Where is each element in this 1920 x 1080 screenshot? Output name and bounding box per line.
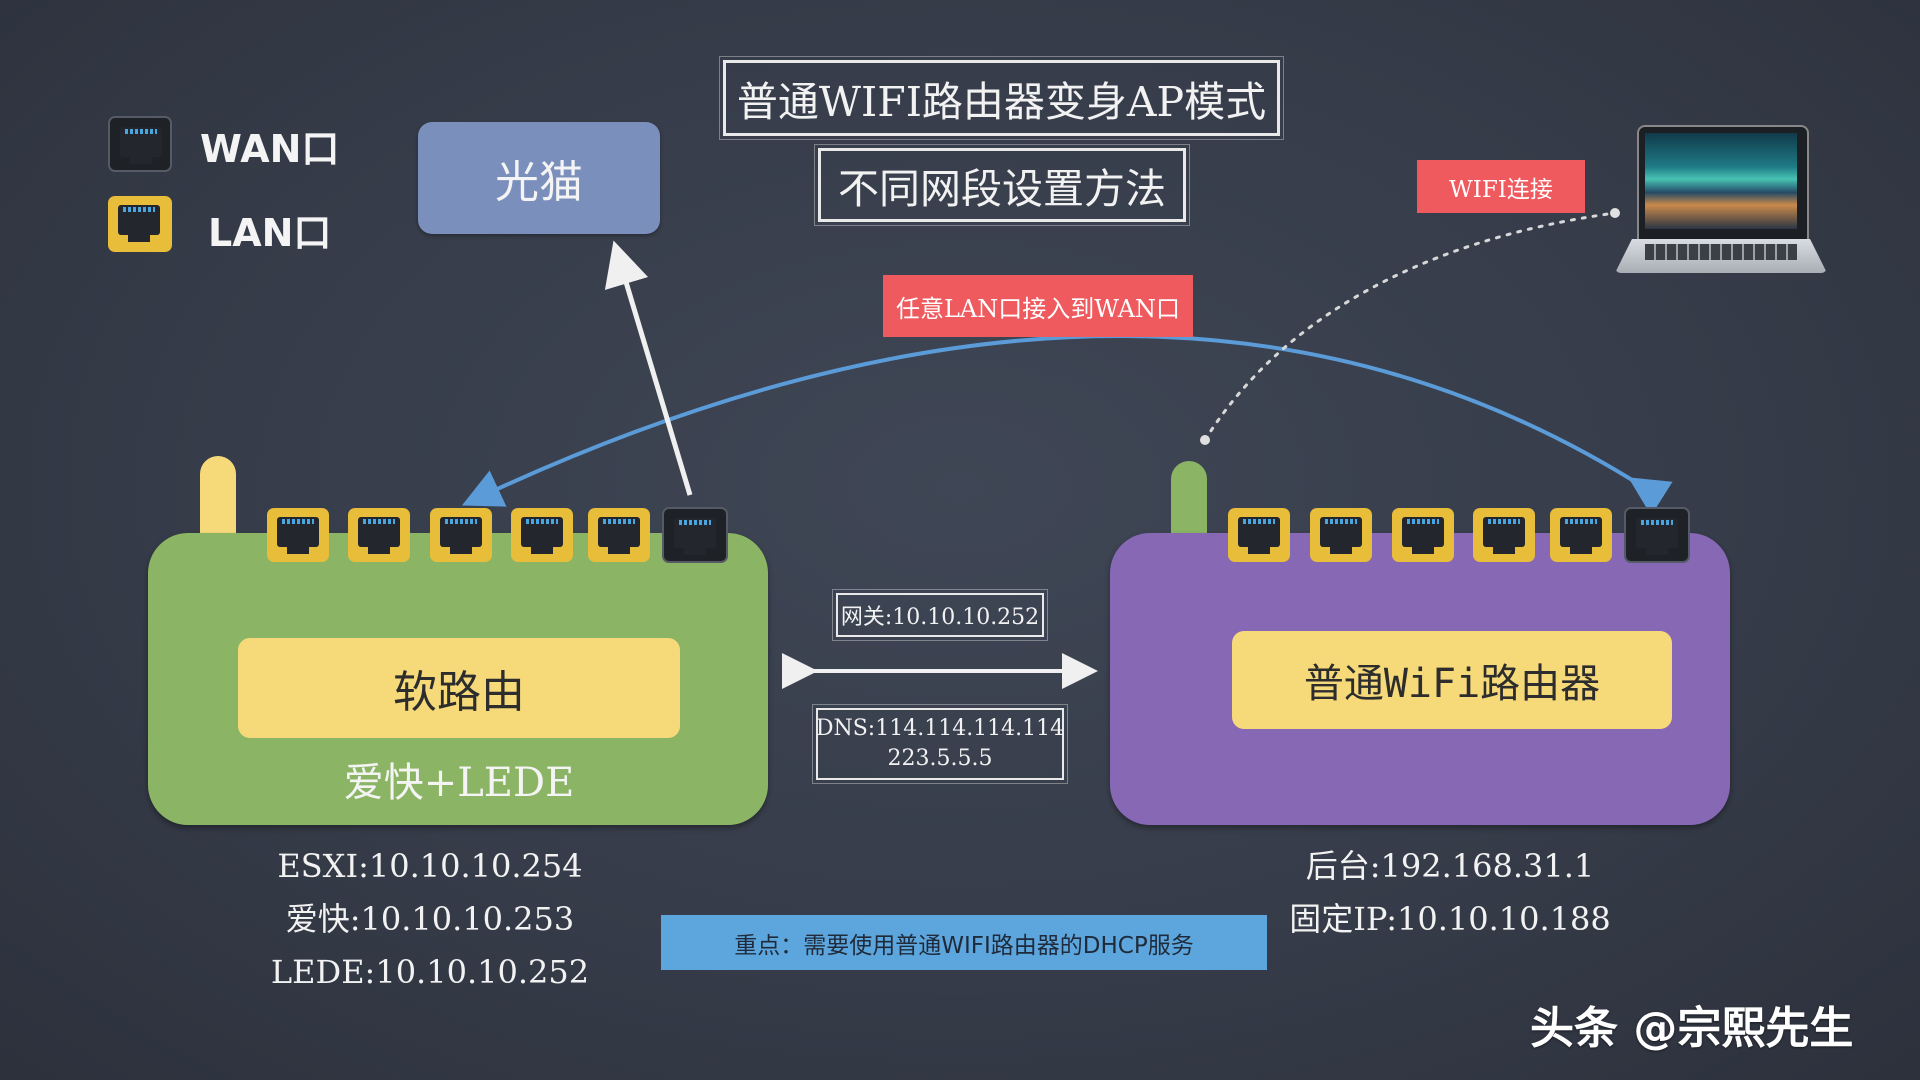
soft-router-lan-port xyxy=(348,508,410,562)
title-line-1: 普通WIFI路由器变身AP模式 xyxy=(719,56,1284,140)
soft-router-lan-port xyxy=(267,508,329,562)
soft-router-ip-item: 爱快:10.10.10.253 xyxy=(285,900,575,938)
wifi-router-lan-port xyxy=(1550,508,1612,562)
dns-box: DNS:114.114.114.114 223.5.5.5 xyxy=(812,704,1068,784)
wifi-dotted-link xyxy=(1203,211,1617,442)
wifi-router-ip-item: 后台:192.168.31.1 xyxy=(1305,847,1595,885)
wifi-router-title-plate: 普通WiFi路由器 xyxy=(1232,631,1672,729)
soft-router-ip-item: ESXI:10.10.10.254 xyxy=(277,847,583,885)
wan-to-modem-arrow xyxy=(604,240,693,496)
legend-wan-label: WAN口 xyxy=(200,127,340,171)
wifi-router-lan-port xyxy=(1228,508,1290,562)
wifi-router-lan-port xyxy=(1473,508,1535,562)
laptop-screen xyxy=(1645,133,1797,229)
soft-router-title-plate: 软路由 xyxy=(238,638,680,738)
legend-lan-label: LAN口 xyxy=(208,211,332,255)
dns-primary: DNS:114.114.114.114 xyxy=(815,716,1065,741)
lan-port-legend-icon xyxy=(108,196,172,252)
soft-router-ip-item: LEDE:10.10.10.252 xyxy=(270,953,590,991)
watermark: 头条 @宗熙先生 xyxy=(1530,1003,1854,1054)
title-line-2: 不同网段设置方法 xyxy=(814,144,1190,226)
soft-router-title: 软路由 xyxy=(393,667,525,718)
lan-to-wan-tag: 任意LAN口接入到WAN口 xyxy=(883,275,1193,337)
laptop-icon xyxy=(1615,123,1827,279)
soft-router-lan-port xyxy=(430,508,492,562)
wifi-router-ip-list: 后台:192.168.31.1 固定IP:10.10.10.188 xyxy=(1270,840,1630,946)
soft-router-wan-port xyxy=(662,507,728,563)
wifi-router-lan-port xyxy=(1310,508,1372,562)
soft-router-lan-port xyxy=(588,508,650,562)
modem-box: 光猫 xyxy=(418,122,660,234)
wifi-router-lan-port xyxy=(1392,508,1454,562)
dhcp-note: 重点：需要使用普通WIFI路由器的DHCP服务 xyxy=(661,915,1267,970)
wifi-router-wan-port xyxy=(1624,507,1690,563)
soft-router-subtitle: 爱快+LEDE xyxy=(343,760,575,806)
wifi-router-ip-item: 固定IP:10.10.10.188 xyxy=(1289,900,1611,938)
wifi-router-title: 普通WiFi路由器 xyxy=(1303,661,1601,707)
gateway-box: 网关:10.10.10.252 xyxy=(832,589,1048,641)
lan-to-wan-arc xyxy=(461,334,1673,516)
modem-label: 光猫 xyxy=(495,157,583,208)
wan-port-legend-icon xyxy=(108,116,172,172)
soft-router-ip-list: ESXI:10.10.10.254 爱快:10.10.10.253 LEDE:1… xyxy=(250,840,610,999)
dns-secondary: 223.5.5.5 xyxy=(887,746,993,771)
wifi-connect-tag: WIFI连接 xyxy=(1417,160,1585,213)
soft-router-lan-port xyxy=(511,508,573,562)
